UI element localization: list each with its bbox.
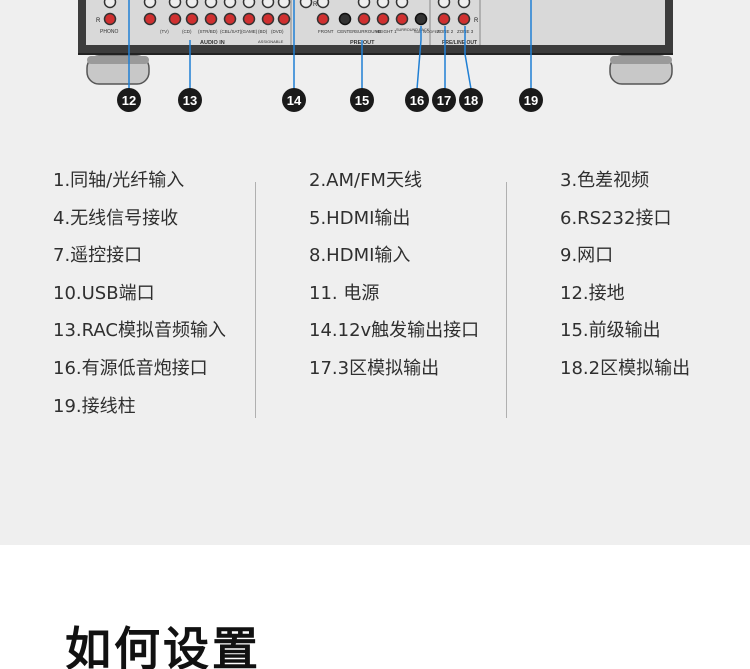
phono-jacks [103,0,157,26]
svg-text:(STR/BD): (STR/BD) [198,29,218,34]
svg-text:SUB WOOFER: SUB WOOFER [414,30,440,34]
legend-item: 5.HDMI输出 [309,207,411,229]
callout-15: 15 [350,88,374,112]
legend-item: 13.RAC模拟音频输入 [53,320,226,342]
callout-16: 16 [405,88,429,112]
svg-text:19: 19 [524,93,538,108]
front-left-foot [86,55,150,85]
section-header: 如何设置 [0,545,750,669]
svg-text:R: R [313,2,318,8]
legend-item: 11. 电源 [309,282,380,304]
svg-text:12: 12 [122,93,136,108]
svg-text:(CD): (CD) [182,29,192,34]
svg-text:SURROUND BACK: SURROUND BACK [396,28,430,32]
svg-text:(BD): (BD) [258,29,268,34]
legend-column-3: 3.色差视频 6.RS232接口 9.网口 12.接地 15.前级输出 18.2… [560,170,690,396]
front-right-foot [609,55,673,85]
svg-text:(GAME): (GAME) [241,29,258,34]
pre-out-jacks [299,0,471,26]
legend-item: 19.接线柱 [53,395,136,417]
svg-text:(TV): (TV) [160,29,169,34]
legend-item: 12.接地 [560,282,625,304]
callout-12: 12 [117,88,141,112]
svg-text:15: 15 [355,93,369,108]
svg-text:HEIGHT 1: HEIGHT 1 [376,29,397,34]
legend-item: 10.USB端口 [53,282,155,304]
callout-14: 14 [282,88,306,112]
legend-item: 14.12v触发输出接口 [309,320,480,342]
legend-item: 9.网口 [560,245,614,267]
svg-text:SURROUND: SURROUND [355,29,382,34]
audio-in-jacks [168,0,291,26]
svg-text:FRONT: FRONT [318,29,334,34]
svg-text:ASSIGNABLE: ASSIGNABLE [258,39,284,44]
column-divider [255,182,256,418]
legend-item: 6.RS232接口 [560,207,672,229]
legend-item: 1.同轴/光纤输入 [53,170,185,191]
legend-column-2: 2.AM/FM天线 5.HDMI输出 8.HDMI输入 11. 电源 14.12… [309,170,479,396]
legend-item: 17.3区模拟输出 [309,357,440,379]
legend-item: 4.无线信号接收 [53,207,179,229]
svg-text:PHONO: PHONO [100,29,118,35]
callout-19: 19 [519,88,543,112]
legend-column-1: 1.同轴/光纤输入 4.无线信号接收 7.遥控接口 10.USB端口 13.RA… [53,170,226,433]
svg-text:PRE/LINE OUT: PRE/LINE OUT [442,40,477,46]
legend-item: 16.有源低音炮接口 [53,357,208,379]
callout-17: 17 [432,88,456,112]
callout-13: 13 [178,88,202,112]
section-title: 如何设置 [65,622,261,669]
svg-text:R: R [96,18,101,24]
svg-text:16: 16 [410,93,424,108]
svg-text:18: 18 [464,93,478,108]
legend-item: 18.2区模拟输出 [560,357,691,379]
svg-text:(DVD): (DVD) [271,29,284,34]
connector-legend: 1.同轴/光纤输入 4.无线信号接收 7.遥控接口 10.USB端口 13.RA… [0,170,750,430]
svg-text:14: 14 [287,93,302,108]
legend-item: 7.遥控接口 [53,245,143,267]
callout-markers: 12 13 14 15 16 17 18 19 [117,88,543,112]
legend-item: 3.色差视频 [560,170,650,191]
svg-text:13: 13 [183,93,197,108]
leader-lines [128,0,532,90]
svg-text:CENTER: CENTER [337,29,356,34]
svg-text:AUDIO IN: AUDIO IN [200,40,225,46]
svg-text:(CBL/SAT): (CBL/SAT) [220,29,242,34]
column-divider [506,182,507,418]
product-diagram-panel: R [0,0,750,545]
panel-face [86,0,665,45]
svg-text:R: R [474,18,479,24]
svg-text:17: 17 [437,93,451,108]
legend-item: 8.HDMI输入 [309,245,411,267]
receiver-back-panel: R [78,0,673,90]
legend-item: 15.前级输出 [560,320,661,342]
legend-item: 2.AM/FM天线 [309,170,422,191]
callout-18: 18 [459,88,483,112]
